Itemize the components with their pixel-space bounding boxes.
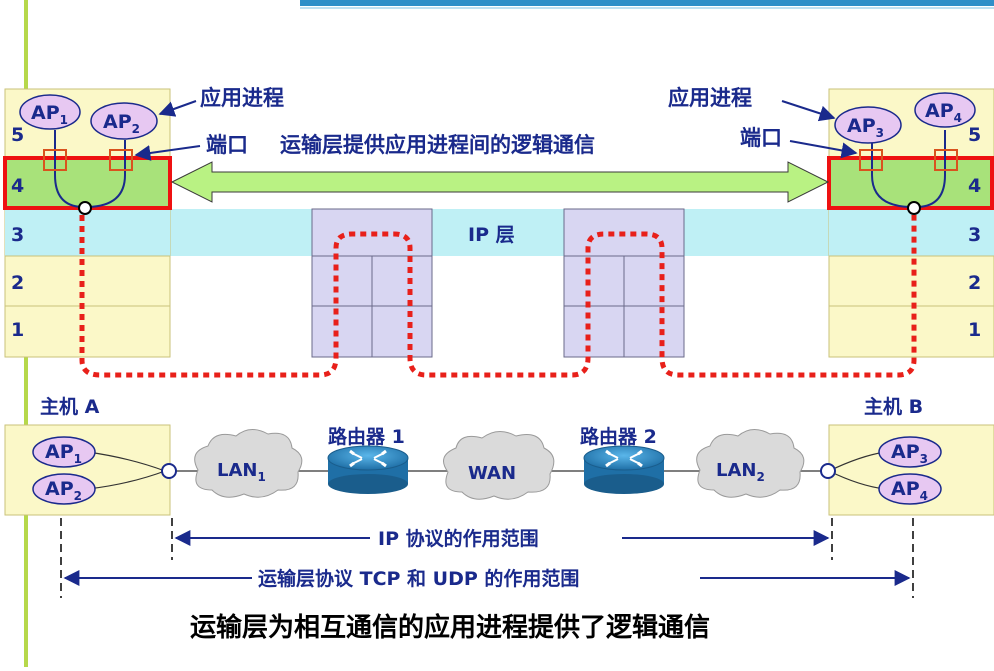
host-b-layer-5: 5 — [968, 124, 981, 146]
router1-label: 路由器 1 — [328, 425, 405, 448]
host-b-layer-4: 4 — [968, 175, 981, 197]
host-a-layer-1: 1 — [11, 319, 24, 341]
caption: 运输层为相互通信的应用进程提供了逻辑通信 — [190, 612, 710, 643]
transport-scope-label: 运输层协议 TCP 和 UDP 的作用范围 — [258, 567, 579, 590]
logical-communication-arrow — [170, 161, 830, 203]
port-label-left: 端口 — [206, 133, 248, 157]
svg-text:AP2: AP2 — [103, 111, 140, 136]
router-1-stack — [311, 208, 433, 358]
svg-text:LAN1: LAN1 — [217, 460, 266, 484]
router2-label: 路由器 2 — [580, 425, 657, 448]
host-b-layer-3: 3 — [968, 224, 981, 246]
host-a-port-1 — [43, 149, 67, 171]
host-b-layer-1: 1 — [968, 319, 981, 341]
host-b-ap4: AP4 — [914, 92, 976, 128]
svg-text:AP3: AP3 — [847, 115, 884, 140]
router-1-icon — [327, 445, 409, 494]
top-accent-bar — [300, 0, 994, 6]
host-a-ap1: AP1 — [19, 94, 81, 130]
host-a-layer-3: 3 — [11, 224, 24, 246]
transport-logical-label: 运输层提供应用进程间的逻辑通信 — [280, 133, 595, 157]
host-a-layer-4: 4 — [11, 175, 24, 197]
app-process-label-right: 应用进程 — [668, 86, 752, 110]
lan1-cloud: LAN1 — [194, 429, 303, 498]
svg-text:AP3: AP3 — [891, 441, 928, 466]
host-b-ap3: AP3 — [834, 106, 902, 144]
host-a-layer-5: 5 — [11, 124, 24, 146]
svg-text:AP1: AP1 — [31, 102, 68, 127]
host-b-layer-2: 2 — [968, 272, 981, 294]
host-b-port-2 — [934, 149, 958, 171]
port-label-right: 端口 — [740, 126, 782, 150]
ip-scope-label: IP 协议的作用范围 — [378, 527, 539, 550]
host-b-label: 主机 B — [864, 396, 923, 418]
router-2-icon — [583, 445, 665, 494]
svg-text:AP2: AP2 — [45, 478, 82, 503]
host-a-box: AP1 AP2 — [4, 424, 177, 516]
host-a-layer-2: 2 — [11, 272, 24, 294]
wan-cloud: WAN — [443, 431, 555, 500]
host-a-stack: 5 4 3 2 1 AP1 AP2 — [3, 88, 172, 358]
data-path — [79, 215, 917, 378]
ip-layer-label: IP 层 — [468, 224, 515, 246]
router-2-stack — [563, 208, 685, 358]
svg-text:LAN2: LAN2 — [716, 460, 765, 484]
svg-text:WAN: WAN — [468, 463, 516, 484]
host-b-port-1 — [859, 149, 883, 171]
svg-text:AP4: AP4 — [925, 100, 962, 125]
app-process-label-left: 应用进程 — [200, 86, 284, 110]
host-a-label: 主机 A — [40, 396, 100, 418]
svg-text:AP4: AP4 — [891, 478, 928, 503]
host-a-ap2: AP2 — [90, 102, 158, 140]
host-a-port-2 — [109, 149, 133, 171]
svg-text:AP1: AP1 — [45, 441, 82, 466]
host-b-box: AP3 AP4 — [820, 424, 994, 516]
lan2-cloud: LAN2 — [696, 429, 805, 498]
